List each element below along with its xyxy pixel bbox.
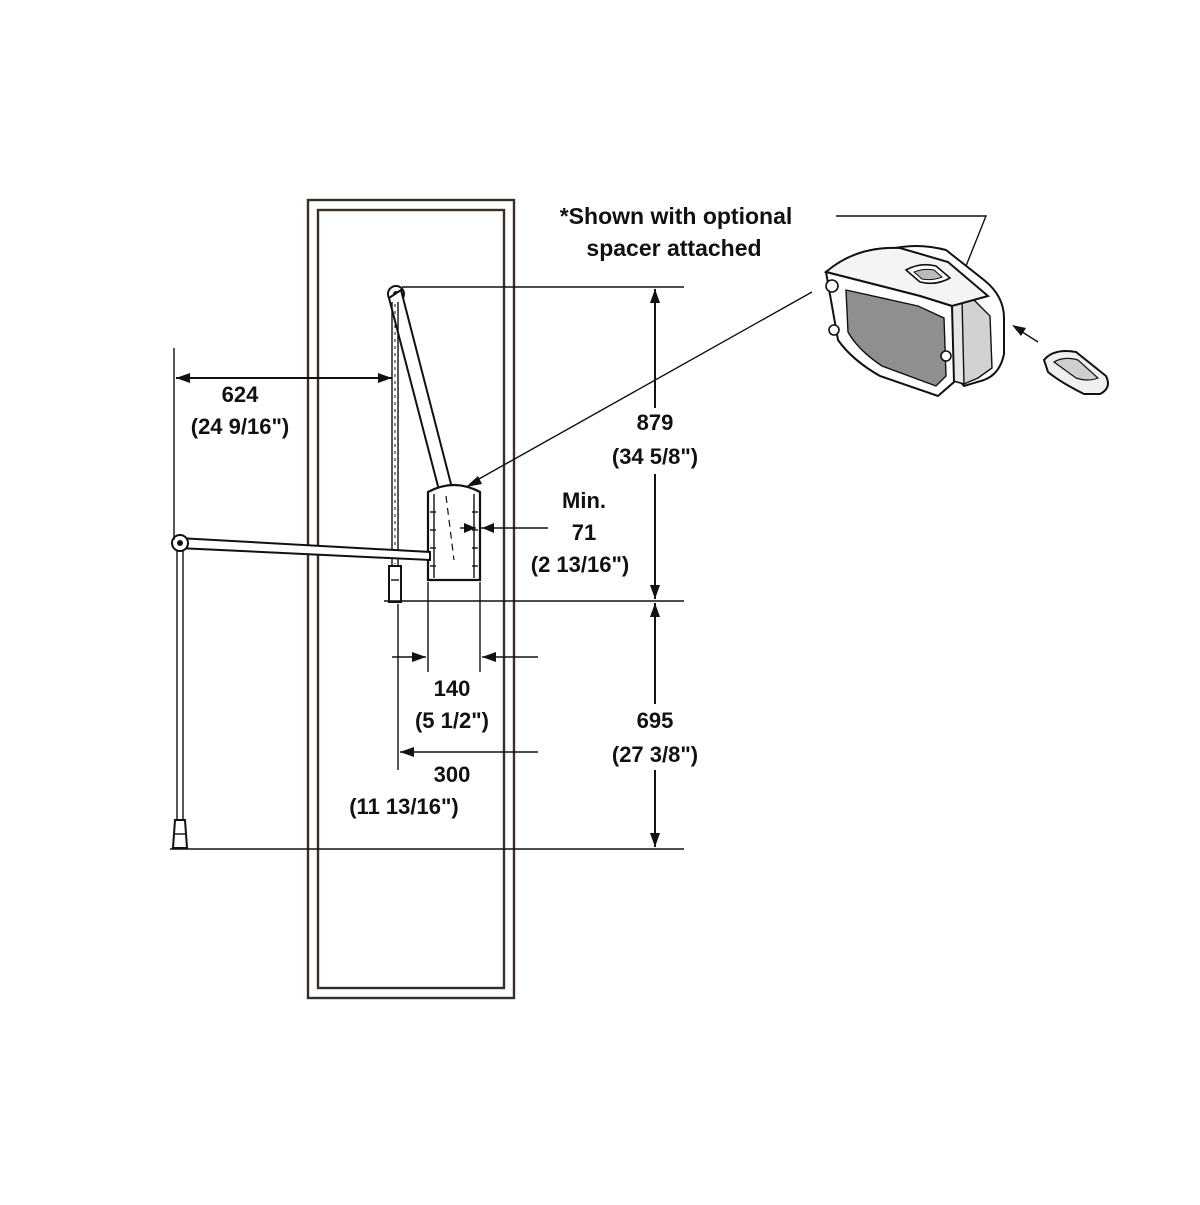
dim-min-depth-in: (2 13/16") xyxy=(531,552,629,577)
screw-icon xyxy=(828,324,840,336)
arrow-left-icon xyxy=(400,747,414,757)
dim-unit-width-in: (5 1/2") xyxy=(415,708,489,733)
spacer-note: *Shown with optional spacer attached xyxy=(560,203,988,282)
dim-lower-height: 695 (27 3/8") xyxy=(600,603,712,847)
cabinet-panel xyxy=(306,198,516,1000)
arrow-pointer-icon xyxy=(466,476,482,487)
arrow-right-icon xyxy=(378,373,392,383)
dim-upper-height-mm: 879 xyxy=(637,410,674,435)
note-leader xyxy=(836,215,988,277)
dim-min-label: Min. xyxy=(562,488,606,513)
note-line-1: *Shown with optional xyxy=(560,203,793,229)
dim-unit-width: 140 (5 1/2") xyxy=(392,652,538,733)
arrow-left-icon xyxy=(482,652,496,662)
arrow-left-icon xyxy=(482,523,494,533)
dim-reach-in: (24 9/16") xyxy=(191,414,289,439)
dim-mount-depth-in: (11 13/16") xyxy=(349,794,459,819)
arrow-left-icon xyxy=(176,373,190,383)
dim-mount-depth-mm: 300 xyxy=(434,762,471,787)
dim-min-depth: Min. 71 (2 13/16") xyxy=(460,488,629,577)
dim-upper-height: 879 (34 5/8") xyxy=(600,289,712,599)
arrow-down-icon xyxy=(650,585,660,599)
dim-lower-height-in: (27 3/8") xyxy=(612,742,698,767)
dim-min-depth-mm: 71 xyxy=(572,520,596,545)
dim-unit-width-mm: 140 xyxy=(434,676,471,701)
dim-upper-height-in: (34 5/8") xyxy=(612,444,698,469)
screw-icon xyxy=(825,279,839,293)
dim-lower-height-mm: 695 xyxy=(637,708,674,733)
arrow-down-icon xyxy=(650,833,660,847)
hanging-rail xyxy=(171,534,431,849)
mount-foot xyxy=(388,565,402,603)
dim-mount-depth: 300 (11 13/16") xyxy=(349,747,538,819)
arrow-right-icon xyxy=(412,652,426,662)
dim-reach-mm: 624 xyxy=(222,382,259,407)
detail-leader xyxy=(466,291,813,487)
spacer-clip xyxy=(1012,325,1109,395)
dim-reach: 624 (24 9/16") xyxy=(173,348,392,540)
note-line-2: spacer attached xyxy=(586,235,761,261)
arrow-pointer-icon xyxy=(1012,325,1026,336)
wardrobe-lift xyxy=(171,285,482,849)
arrow-up-icon xyxy=(650,289,660,303)
arrow-up-icon xyxy=(650,603,660,617)
lift-housing xyxy=(426,483,482,582)
arrow-right-icon xyxy=(464,523,476,533)
housing-detail xyxy=(823,245,1005,398)
screw-icon xyxy=(940,350,952,362)
